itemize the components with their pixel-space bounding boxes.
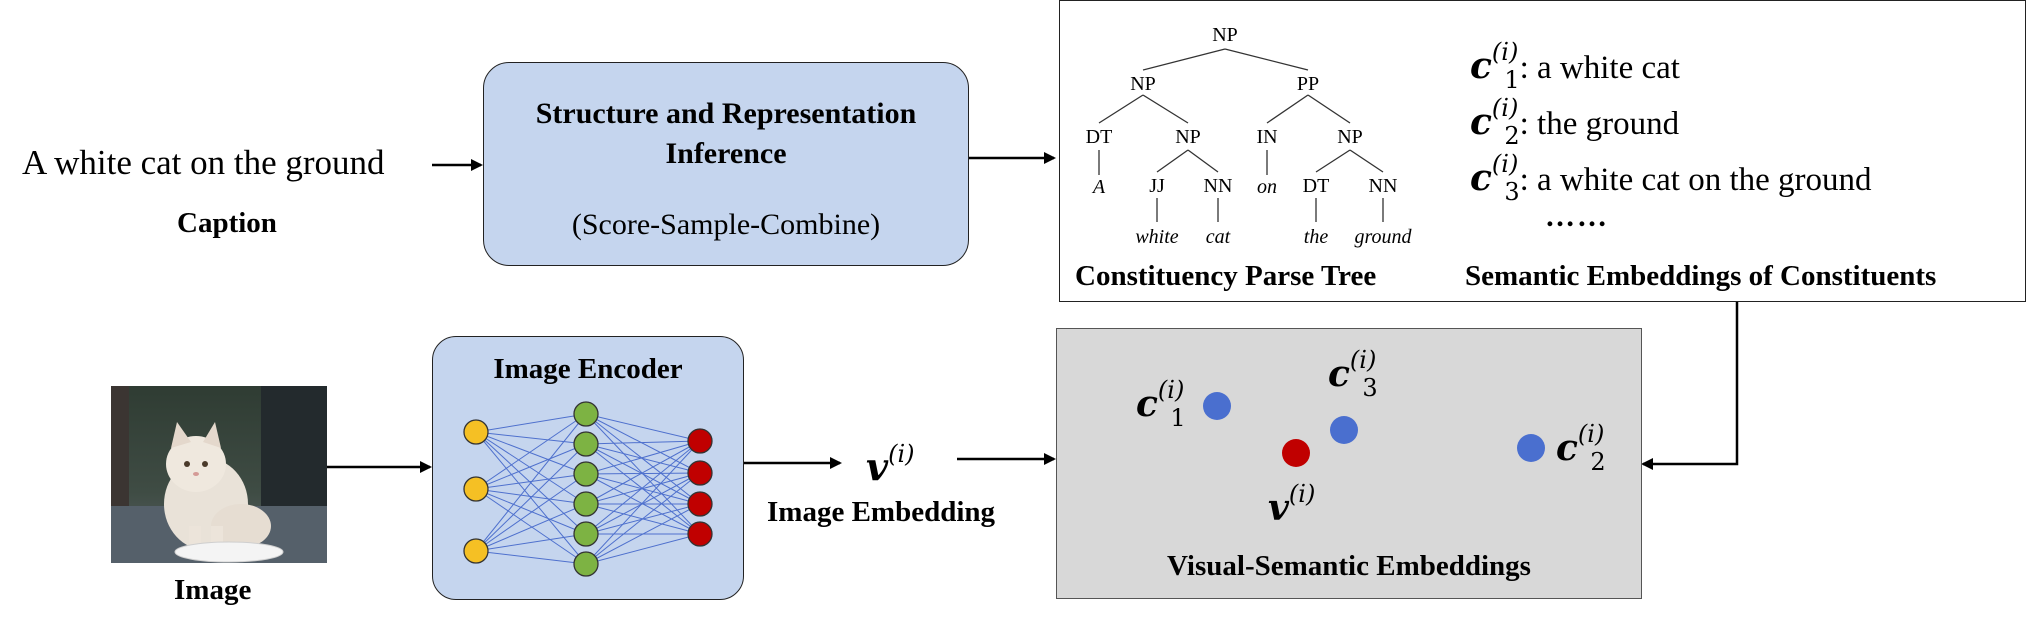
nn-hidden-node bbox=[573, 491, 599, 517]
inference-title-line2: Inference bbox=[665, 137, 787, 170]
cat-photo-image bbox=[111, 386, 327, 563]
tree-node-jj: JJ bbox=[1149, 175, 1165, 197]
tree-node-pp: PP bbox=[1296, 73, 1320, 95]
semantic-item-1-text: : a white cat bbox=[1519, 50, 1680, 86]
c1-variable: c(i)1 bbox=[1470, 38, 1520, 94]
semantic-item-2: c(i)2: the ground bbox=[1470, 94, 1679, 150]
vse-label-c3: c(i)3 bbox=[1328, 346, 1378, 402]
nn-output-node bbox=[687, 521, 713, 547]
nn-hidden-node bbox=[573, 461, 599, 487]
tree-node-dt2: DT bbox=[1302, 175, 1330, 197]
nn-output-node bbox=[687, 460, 713, 486]
vse-label-v: v(i) bbox=[1268, 480, 1316, 529]
nn-hidden-node bbox=[573, 551, 599, 577]
nn-input-node bbox=[463, 419, 489, 445]
vse-points bbox=[1203, 392, 1545, 467]
tree-leaf-a: A bbox=[1092, 176, 1106, 198]
semantic-embeddings-label: Semantic Embeddings of Constituents bbox=[1465, 260, 1937, 292]
semantic-item-3: c(i)3: a white cat on the ground bbox=[1470, 150, 1872, 206]
nn-hidden-node bbox=[573, 431, 599, 457]
vse-label-c1: c(i)1 bbox=[1136, 376, 1186, 432]
visual-semantic-box bbox=[1056, 328, 1642, 599]
nn-output-node bbox=[687, 491, 713, 517]
vse-point-v bbox=[1282, 439, 1310, 467]
tree-node-np-right: NP bbox=[1337, 126, 1363, 148]
tree-node-dt1: DT bbox=[1085, 126, 1113, 148]
tree-node-nn1: NN bbox=[1203, 175, 1233, 197]
tree-leaf-ground: ground bbox=[1354, 226, 1412, 248]
nn-hidden-node bbox=[573, 401, 599, 427]
image-embedding-variable: v(i) bbox=[866, 440, 915, 489]
arrow-semantic-to-vse bbox=[1641, 302, 1739, 470]
nn-input-node bbox=[463, 476, 489, 502]
nn-hidden-node bbox=[573, 521, 599, 547]
tree-node-nn2: NN bbox=[1368, 175, 1398, 197]
parse-tree-label: Constituency Parse Tree bbox=[1075, 260, 1377, 292]
image-label: Image bbox=[174, 574, 252, 606]
tree-leaf-on: on bbox=[1257, 176, 1277, 198]
c3-variable: c(i)3 bbox=[1470, 150, 1520, 206]
nn-input-node bbox=[463, 538, 489, 564]
tree-node-in: IN bbox=[1256, 126, 1278, 148]
caption-label: Caption bbox=[177, 207, 277, 239]
vse-point-c3 bbox=[1330, 416, 1358, 444]
vse-label-c2: c(i)2 bbox=[1556, 420, 1606, 476]
tree-leaf-the: the bbox=[1303, 226, 1329, 248]
image-embedding-label: Image Embedding bbox=[767, 496, 996, 528]
nn-output-node bbox=[687, 428, 713, 454]
semantic-ellipsis: …… bbox=[1545, 200, 1609, 233]
semantic-item-1: c(i)1: a white cat bbox=[1470, 38, 1680, 94]
image-encoder-title: Image Encoder bbox=[493, 353, 683, 385]
caption-text: A white cat on the ground bbox=[22, 143, 385, 182]
inference-title-line1: Structure and Representation bbox=[535, 97, 917, 130]
inference-subtitle: (Score-Sample-Combine) bbox=[571, 208, 881, 241]
semantic-item-2-text: : the ground bbox=[1519, 106, 1680, 142]
neural-network-icon bbox=[463, 401, 713, 577]
semantic-item-3-text: : a white cat on the ground bbox=[1519, 162, 1872, 198]
tree-leaf-cat: cat bbox=[1205, 226, 1231, 248]
vse-point-c1 bbox=[1203, 392, 1231, 420]
c2-variable: c(i)2 bbox=[1470, 94, 1520, 150]
tree-node-np-inner: NP bbox=[1175, 126, 1201, 148]
inference-box: Structure and Representation Inference (… bbox=[483, 62, 969, 266]
tree-node-np-left: NP bbox=[1130, 73, 1156, 95]
vse-point-c2 bbox=[1517, 434, 1545, 462]
visual-semantic-label: Visual-Semantic Embeddings bbox=[1167, 550, 1531, 582]
tree-node-root: NP bbox=[1212, 24, 1238, 46]
tree-leaf-white: white bbox=[1135, 226, 1179, 248]
